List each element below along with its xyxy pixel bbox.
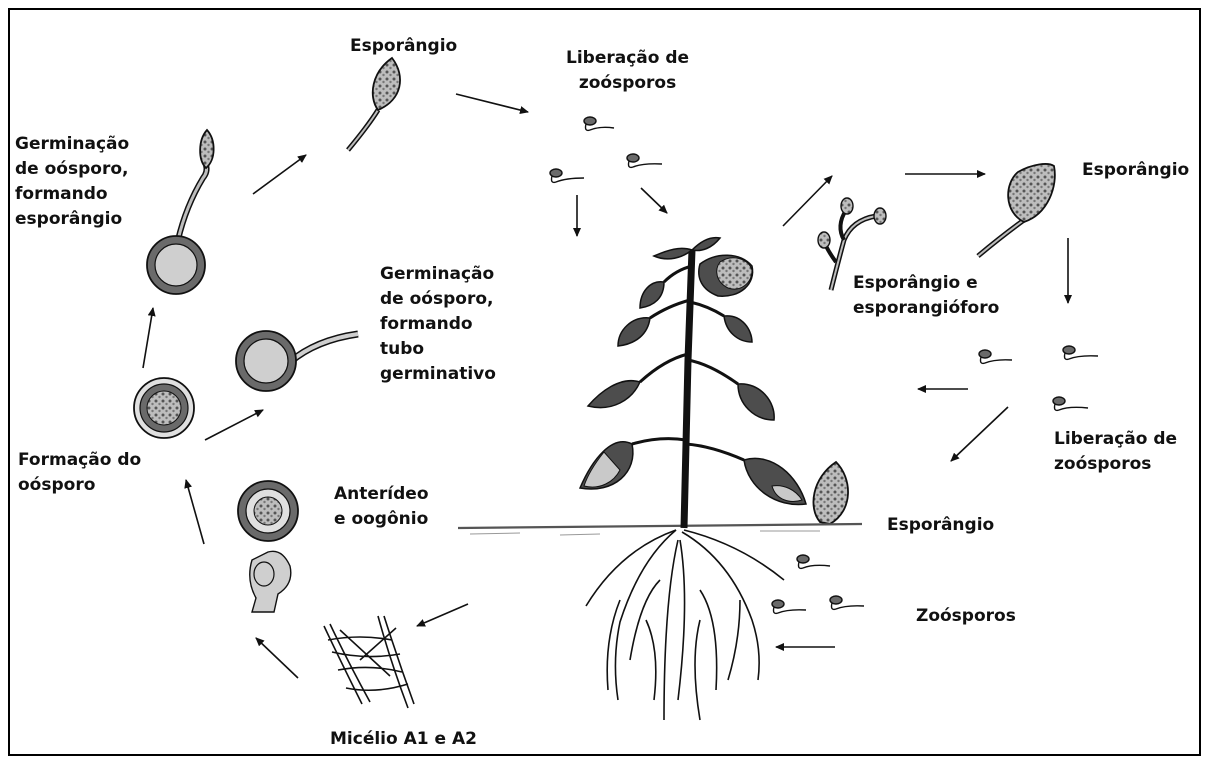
arrow (186, 480, 204, 544)
antheridium-oogonium (238, 481, 298, 612)
stem (684, 250, 692, 528)
sporangium-soil (813, 462, 848, 524)
arrow (143, 308, 153, 368)
label-sporangium-sporangiophore: Esporângio e esporangióforo (853, 271, 999, 321)
label-zoospores: Zoósporos (916, 604, 1016, 629)
label-antheridium-oogonium: Anterídeo e oogônio (334, 482, 429, 532)
zoospore (550, 169, 584, 182)
zoospore (1063, 346, 1098, 359)
arrow (456, 94, 528, 112)
arrow (205, 410, 263, 440)
zoospore (830, 596, 864, 609)
oospore (134, 378, 194, 438)
arrow (641, 188, 667, 213)
label-mycelium: Micélio A1 e A2 (330, 727, 477, 752)
zoospore (1053, 397, 1088, 410)
zoospore (772, 600, 806, 613)
zoospore (797, 555, 830, 568)
soil-line (458, 524, 862, 535)
mycelium-hyphae (324, 616, 414, 708)
label-oospore-formation: Formação do oósporo (18, 448, 141, 498)
label-oospore-germination-sporangium: Germinação de oósporo, formando esporâng… (15, 132, 129, 232)
label-oospore-germination-tube: Germinação de oósporo, formando tubo ger… (380, 262, 496, 387)
zoospore (627, 154, 662, 167)
zoospores-right (979, 346, 1098, 410)
label-sporangium-top: Esporângio (350, 34, 457, 59)
sporangium-top (348, 58, 400, 150)
label-zoospore-release-top: Liberação de zoósporos (566, 46, 689, 96)
zoospores-soil (772, 555, 864, 613)
arrow (783, 176, 832, 226)
arrow (256, 638, 298, 678)
oospore-germ-tube (236, 331, 358, 391)
arrow (253, 155, 306, 194)
arrow (417, 604, 468, 626)
potato-plant (580, 238, 806, 720)
roots (586, 530, 784, 720)
zoospores-top (550, 117, 662, 182)
sporangium-right (978, 164, 1055, 256)
label-sporangium-right: Esporângio (1082, 158, 1189, 183)
zoospore (979, 350, 1012, 363)
label-zoospore-release-right: Liberação de zoósporos (1054, 427, 1177, 477)
zoospore (584, 117, 614, 130)
label-sporangium-soil: Esporângio (887, 513, 994, 538)
oospore-germinating-sporangium (147, 130, 214, 294)
arrow (951, 407, 1008, 461)
